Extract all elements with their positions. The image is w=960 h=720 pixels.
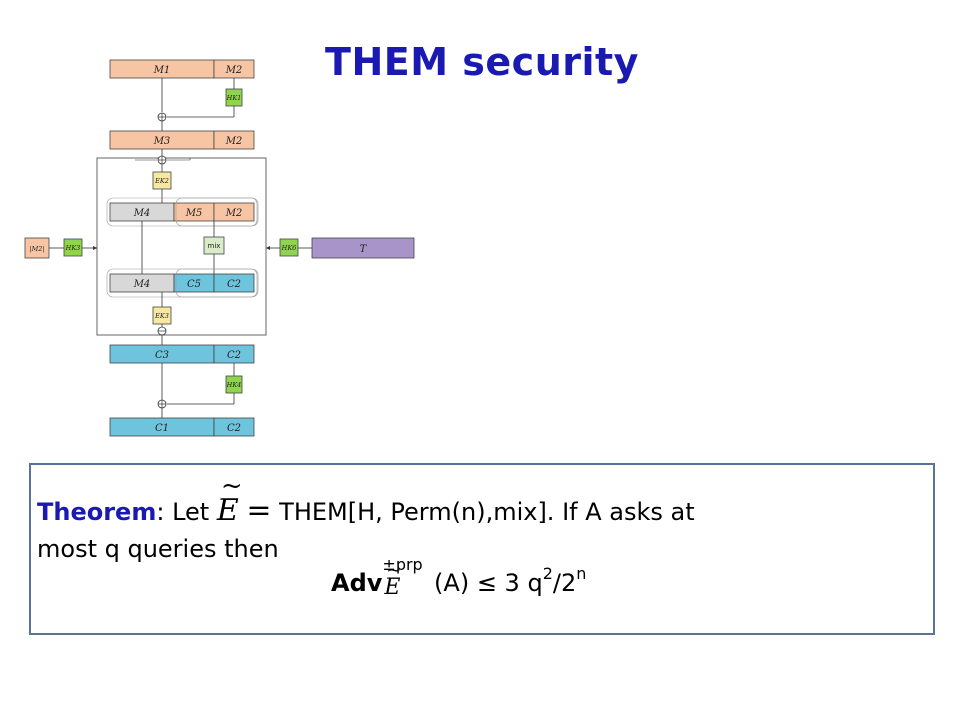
row-plaintext-1: M1 M2: [109, 59, 255, 79]
hash-hk3: HK3: [65, 244, 81, 252]
block-c1: C1: [155, 423, 169, 434]
equals-sign: =: [246, 493, 272, 528]
adv-args: (A) ≤ 3 q: [434, 569, 543, 597]
block-m3: M3: [153, 136, 171, 147]
adv-subscript-tilde: ~: [386, 560, 402, 581]
core-box: [96, 157, 267, 336]
block-m2: M2: [225, 65, 243, 76]
tweak-t: T: [360, 244, 368, 255]
row-middle-2: M4 C5 C2: [109, 273, 255, 293]
block-m4: M4: [133, 208, 151, 219]
row-middle-1: M4 M5 M2: [109, 202, 255, 222]
theorem-let: Let: [172, 498, 210, 526]
adv-superscript: ±prp: [382, 555, 423, 574]
div-two: /2: [552, 569, 577, 597]
theorem-line-1: Theorem: Let ~E = THEM[H, Perm(n),mix]. …: [37, 471, 695, 528]
theorem-label: Theorem: [37, 498, 157, 526]
len-m2: |M2|: [29, 245, 44, 253]
row-ciphertext-1: C3 C2: [109, 344, 255, 364]
row-plaintext-2: M3 M2: [109, 130, 255, 150]
exp-q: 2: [542, 564, 553, 583]
them-construction-diagram: M1 M2 HK1 M3 M2 EK2 M4 M5 M2: [24, 59, 415, 437]
row-ciphertext-2: C1 C2: [109, 417, 255, 437]
block-m5: M5: [185, 208, 203, 219]
script-e: E: [216, 493, 239, 528]
hash-hk1: HK1: [226, 94, 242, 102]
hash-hk6: HK6: [281, 244, 297, 252]
block-m4-b: M4: [133, 279, 151, 290]
block-m2-c: M2: [225, 208, 243, 219]
mix-box: mix: [208, 242, 221, 250]
theorem-construction: THEM[H, Perm(n),mix]. If A asks at: [279, 498, 695, 526]
theorem-line-2: most q queries then: [37, 535, 279, 563]
hash-hk4: HK4: [226, 381, 242, 389]
exp-n: n: [576, 564, 587, 583]
slide-title: THEM security: [325, 40, 639, 84]
advantage-bound: Adv ±prp E ~ (A) ≤ 3 q2/2n: [331, 555, 586, 600]
block-c2-c: C2: [227, 423, 241, 434]
block-c2: C2: [227, 279, 241, 290]
theorem-box: Theorem: Let ~E = THEM[H, Perm(n),mix]. …: [29, 463, 935, 635]
adv-subscript-e: E: [384, 575, 401, 600]
tilde-mark: ~: [220, 471, 243, 501]
enc-ek2: EK2: [154, 177, 169, 185]
theorem-colon: :: [156, 498, 165, 526]
block-c2-b: C2: [227, 350, 241, 361]
tweakable-cipher-symbol: ~E: [216, 471, 243, 528]
adv-label: Adv: [331, 569, 383, 597]
enc-ek3: EK3: [154, 312, 169, 320]
block-c5: C5: [187, 279, 201, 290]
block-m2-b: M2: [225, 136, 243, 147]
block-c3: C3: [155, 350, 169, 361]
block-m1: M1: [153, 65, 171, 76]
